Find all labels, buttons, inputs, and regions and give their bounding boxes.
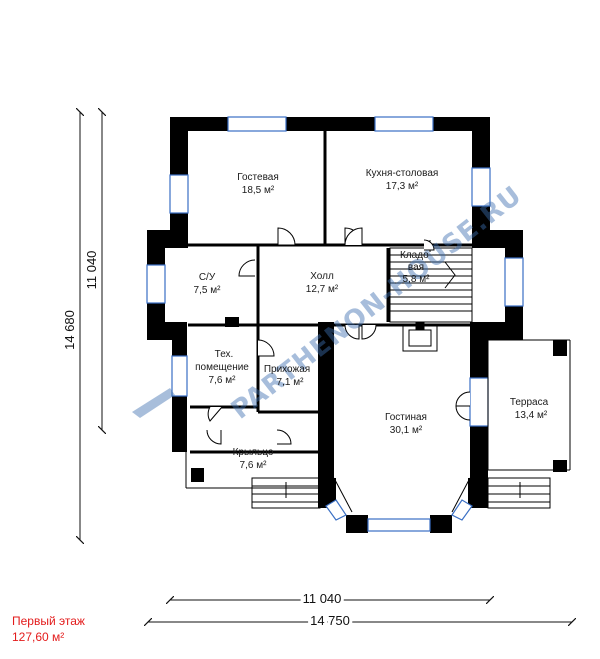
- room-kitchen-area: 17,3 м²: [386, 181, 419, 192]
- room-kryltso-name: Крыльцо: [233, 447, 274, 458]
- room-prihozhaya-area: 7,1 м²: [277, 377, 305, 388]
- porch-steps: [251, 477, 551, 509]
- room-holl-area: 12,7 м²: [306, 284, 339, 295]
- room-kitchen-name: Кухня-столовая: [366, 168, 439, 179]
- room-kladovaya-name-1: Кладо-: [400, 250, 432, 261]
- doors: [206, 227, 471, 445]
- dim-horizontal-outer: 14 750: [310, 613, 350, 628]
- dimension-lines: [80, 112, 572, 622]
- room-terrasa-name: Терраса: [510, 397, 549, 408]
- room-su-area: 7,5 м²: [194, 285, 222, 296]
- dimension-labels: 14 680 11 040 11 040 14 750: [62, 251, 353, 631]
- room-gostevaya-area: 18,5 м²: [242, 185, 275, 196]
- windows: [146, 116, 524, 532]
- room-su-name: С/У: [199, 272, 216, 283]
- room-tech-name-1: Тех.: [215, 349, 234, 360]
- posts: [191, 317, 567, 482]
- room-tech-area: 7,6 м²: [209, 375, 237, 386]
- floor-area: 127,60 м²: [12, 630, 65, 644]
- dim-horizontal-inner: 11 040: [303, 591, 342, 606]
- thin-walls: [185, 339, 571, 513]
- room-kryltso-area: 7,6 м²: [240, 460, 268, 471]
- room-kladovaya-area: 5,8 м²: [403, 274, 431, 285]
- room-gostevaya-name: Гостевая: [237, 172, 279, 183]
- room-terrasa-area: 13,4 м²: [515, 410, 548, 421]
- room-kladovaya-name-2: вая: [408, 262, 424, 273]
- room-gostinaya-area: 30,1 м²: [390, 425, 423, 436]
- dim-vertical-outer: 14 680: [62, 310, 77, 350]
- floor-title: Первый этаж: [12, 614, 85, 628]
- room-labels: Гостевая 18,5 м² Кухня-столовая 17,3 м² …: [194, 168, 549, 471]
- dim-vertical-inner: 11 040: [84, 251, 99, 290]
- room-prihozhaya-name: Прихожая: [264, 364, 310, 375]
- room-gostinaya-name: Гостиная: [385, 412, 427, 423]
- room-tech-name-2: помещение: [195, 362, 249, 373]
- room-holl-name: Холл: [310, 271, 334, 282]
